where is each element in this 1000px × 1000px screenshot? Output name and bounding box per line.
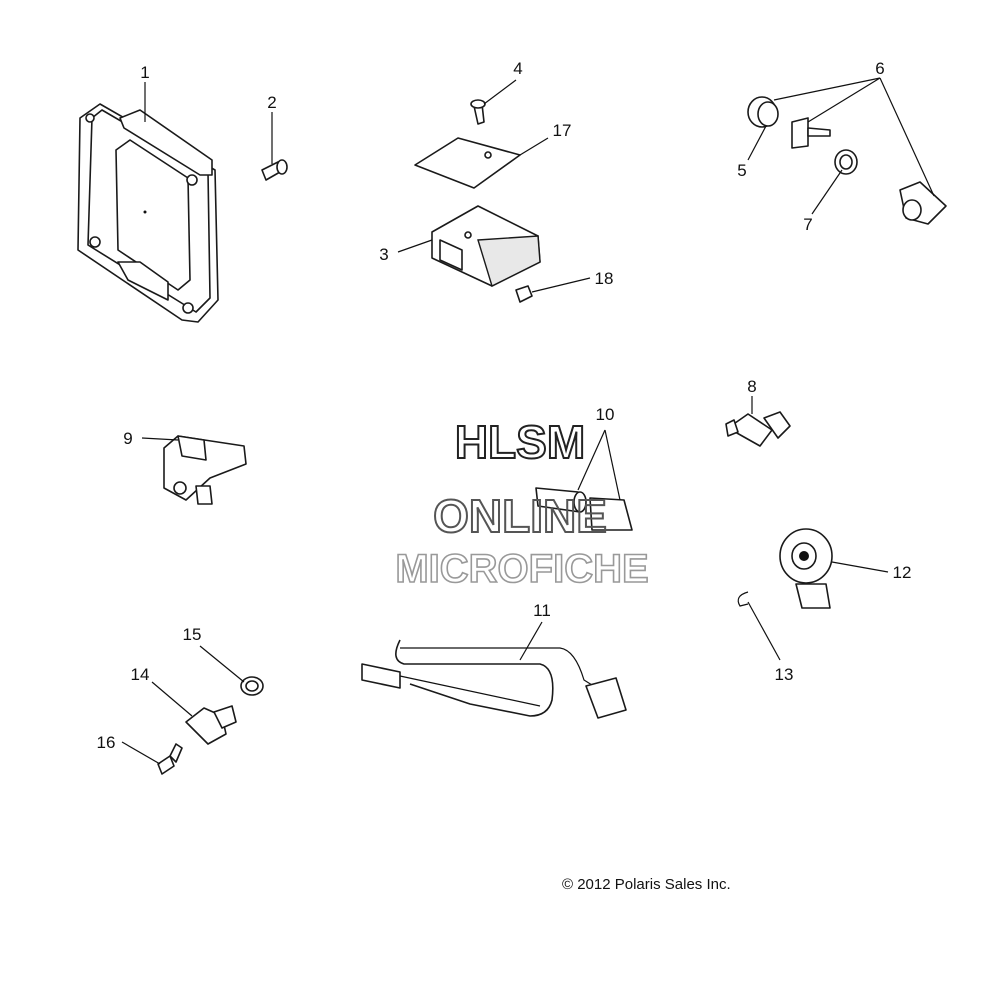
part-temp-sensor	[725, 411, 791, 447]
part-nut	[515, 285, 533, 303]
callout-17: 17	[553, 121, 572, 140]
callout-7: 7	[803, 215, 812, 234]
callout-1: 1	[140, 63, 149, 82]
watermark: HLSM ONLINE MICROFICHE	[395, 415, 650, 592]
watermark-line-1: HLSM	[455, 416, 585, 468]
callout-6: 6	[875, 59, 884, 78]
part-sensor-6	[899, 181, 947, 225]
part-harness	[361, 639, 627, 719]
part-clip	[737, 591, 749, 607]
part-washer	[834, 149, 858, 175]
part-module	[431, 205, 541, 287]
watermark-line-3: MICROFICHE	[395, 547, 648, 591]
part-oring	[240, 676, 264, 696]
part-crank-sensor	[185, 705, 237, 745]
leader-lines	[121, 77, 935, 765]
callout-16: 16	[97, 733, 116, 752]
callout-8: 8	[747, 377, 756, 396]
callout-3: 3	[379, 245, 388, 264]
part-map-sensor	[163, 435, 247, 505]
callout-10: 10	[596, 405, 615, 424]
part-gasket	[414, 137, 521, 189]
callout-5: 5	[737, 161, 746, 180]
part-cap	[747, 96, 779, 128]
callout-4: 4	[513, 59, 522, 78]
watermark-line-2: ONLINE	[433, 490, 607, 542]
callout-13: 13	[775, 665, 794, 684]
copyright-notice: © 2012 Polaris Sales Inc.	[562, 876, 731, 893]
part-bolt	[261, 159, 288, 181]
callout-12: 12	[893, 563, 912, 582]
part-knock-sensor	[779, 528, 833, 609]
callout-11: 11	[533, 601, 551, 620]
callout-15: 15	[183, 625, 202, 644]
callout-18: 18	[595, 269, 614, 288]
callout-14: 14	[131, 665, 150, 684]
part-sensor-10	[535, 487, 633, 531]
part-bracket	[791, 117, 831, 149]
callout-9: 9	[123, 429, 132, 448]
part-bolt-16	[157, 743, 183, 775]
callout-labels: 1 2 3 4 5 6 7 8 9 10 11 12 13 14 15 16 1…	[97, 59, 912, 752]
callout-2: 2	[267, 93, 276, 112]
part-screw	[470, 99, 486, 125]
part-ecu	[77, 103, 219, 323]
